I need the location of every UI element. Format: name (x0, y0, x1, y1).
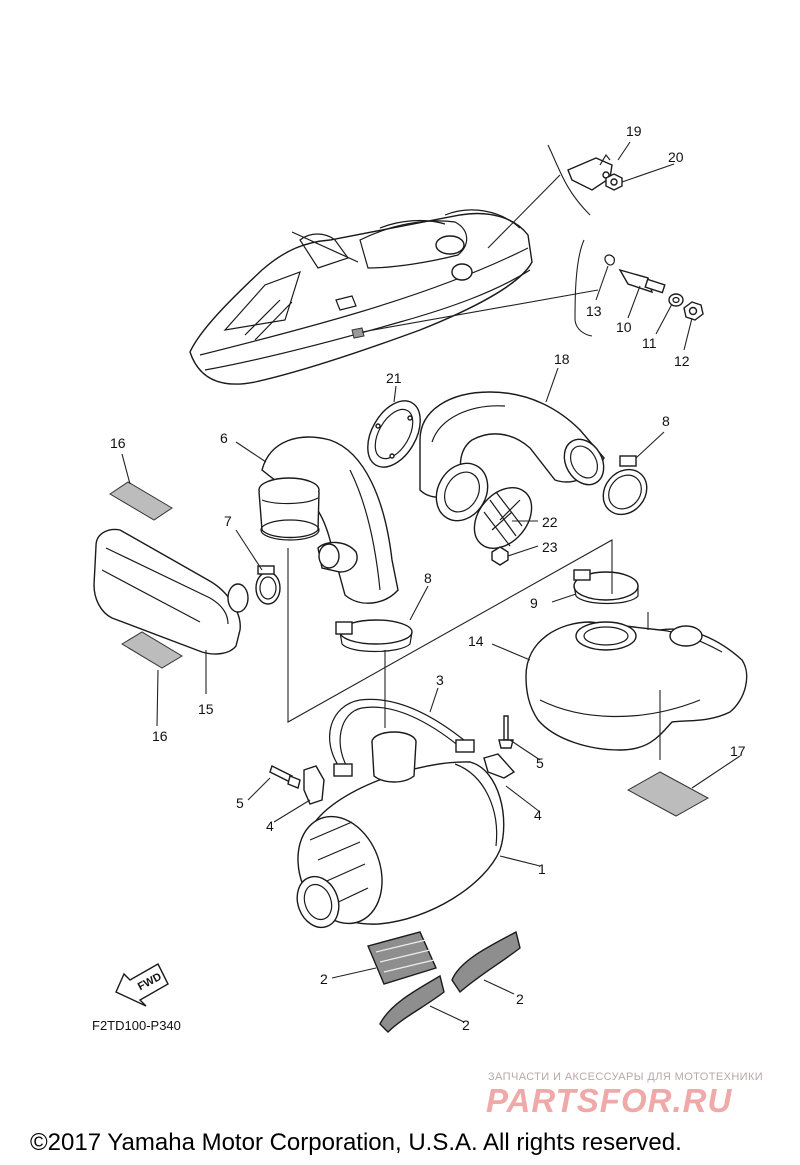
callout-12: 12 (674, 353, 690, 369)
intake-elbow-18 (419, 391, 605, 498)
screen-22 (473, 487, 533, 549)
pad-17 (626, 771, 710, 817)
box-14 (525, 621, 748, 751)
watercraft-illustration (189, 209, 533, 385)
pad-16-upper (109, 481, 173, 521)
flange-21 (367, 400, 421, 468)
pad-16-lower (121, 631, 183, 669)
callout-11: 11 (642, 335, 657, 351)
callout-20: 20 (668, 149, 684, 165)
callout-18: 18 (554, 351, 570, 367)
nut-12 (683, 301, 704, 321)
callout-21: 21 (386, 370, 402, 386)
callout-9: 9 (530, 595, 538, 611)
diagram-code: F2TD100-P340 (92, 1018, 181, 1033)
callout-16-upper: 16 (110, 435, 126, 451)
watermark-tagline: ЗАПЧАСТИ И АКСЕССУАРЫ ДЛЯ МОТОТЕХНИКИ (488, 1071, 764, 1083)
callout-numbers: 19 20 13 10 11 12 18 21 8 6 16 7 22 23 9… (92, 123, 746, 1033)
callout-4-right: 4 (534, 807, 542, 823)
callout-7: 7 (224, 513, 232, 529)
pad-2-b (451, 930, 521, 994)
callout-8-middle: 8 (424, 570, 432, 586)
callout-23: 23 (542, 539, 558, 555)
clip-13 (604, 254, 615, 266)
clamp-8-middle (335, 619, 413, 653)
washer-11 (668, 293, 684, 307)
bolt-10 (618, 268, 666, 294)
callout-6: 6 (220, 430, 228, 446)
guide-lines (287, 539, 661, 760)
callout-2-b: 2 (516, 991, 524, 1007)
callout-17: 17 (730, 743, 746, 759)
fwd-arrow-icon: FWD (115, 963, 169, 1007)
callout-5-left: 5 (236, 795, 244, 811)
clamp-9 (573, 569, 639, 605)
callout-10: 10 (616, 319, 632, 335)
callout-1: 1 (538, 861, 546, 877)
callout-leaders (121, 141, 741, 1023)
air-cleaner-1 (296, 731, 505, 929)
callout-3: 3 (436, 672, 444, 688)
callout-2-c: 2 (462, 1017, 470, 1033)
nut-20 (605, 173, 623, 191)
air-box-15 (93, 528, 249, 655)
callout-14: 14 (468, 633, 484, 649)
pad-2-c (379, 974, 445, 1033)
nut-23 (491, 546, 509, 566)
callout-8-right: 8 (662, 413, 670, 429)
bracket-4-right (483, 753, 516, 779)
callout-5-right: 5 (536, 755, 544, 771)
callout-4-left: 4 (266, 818, 274, 834)
pad-2-a (367, 931, 437, 985)
callout-22: 22 (542, 514, 558, 530)
strap-3 (329, 698, 475, 777)
leader-lines-craft (361, 144, 599, 337)
bracket-4-left (303, 765, 325, 805)
callout-16-lower: 16 (152, 728, 168, 744)
clamp-8-right (602, 455, 648, 516)
bolt-5-left (269, 765, 301, 789)
callout-15: 15 (198, 701, 214, 717)
callout-2-a: 2 (320, 971, 328, 987)
intake-pipe-6 (258, 436, 399, 604)
bolt-5-right (498, 715, 514, 749)
callout-19: 19 (626, 123, 642, 139)
callout-13: 13 (586, 303, 602, 319)
watermark-logo: PARTSFOR.RU (486, 1082, 733, 1119)
clamp-7 (255, 565, 281, 605)
copyright-notice: ©2017 Yamaha Motor Corporation, U.S.A. A… (30, 1129, 682, 1156)
